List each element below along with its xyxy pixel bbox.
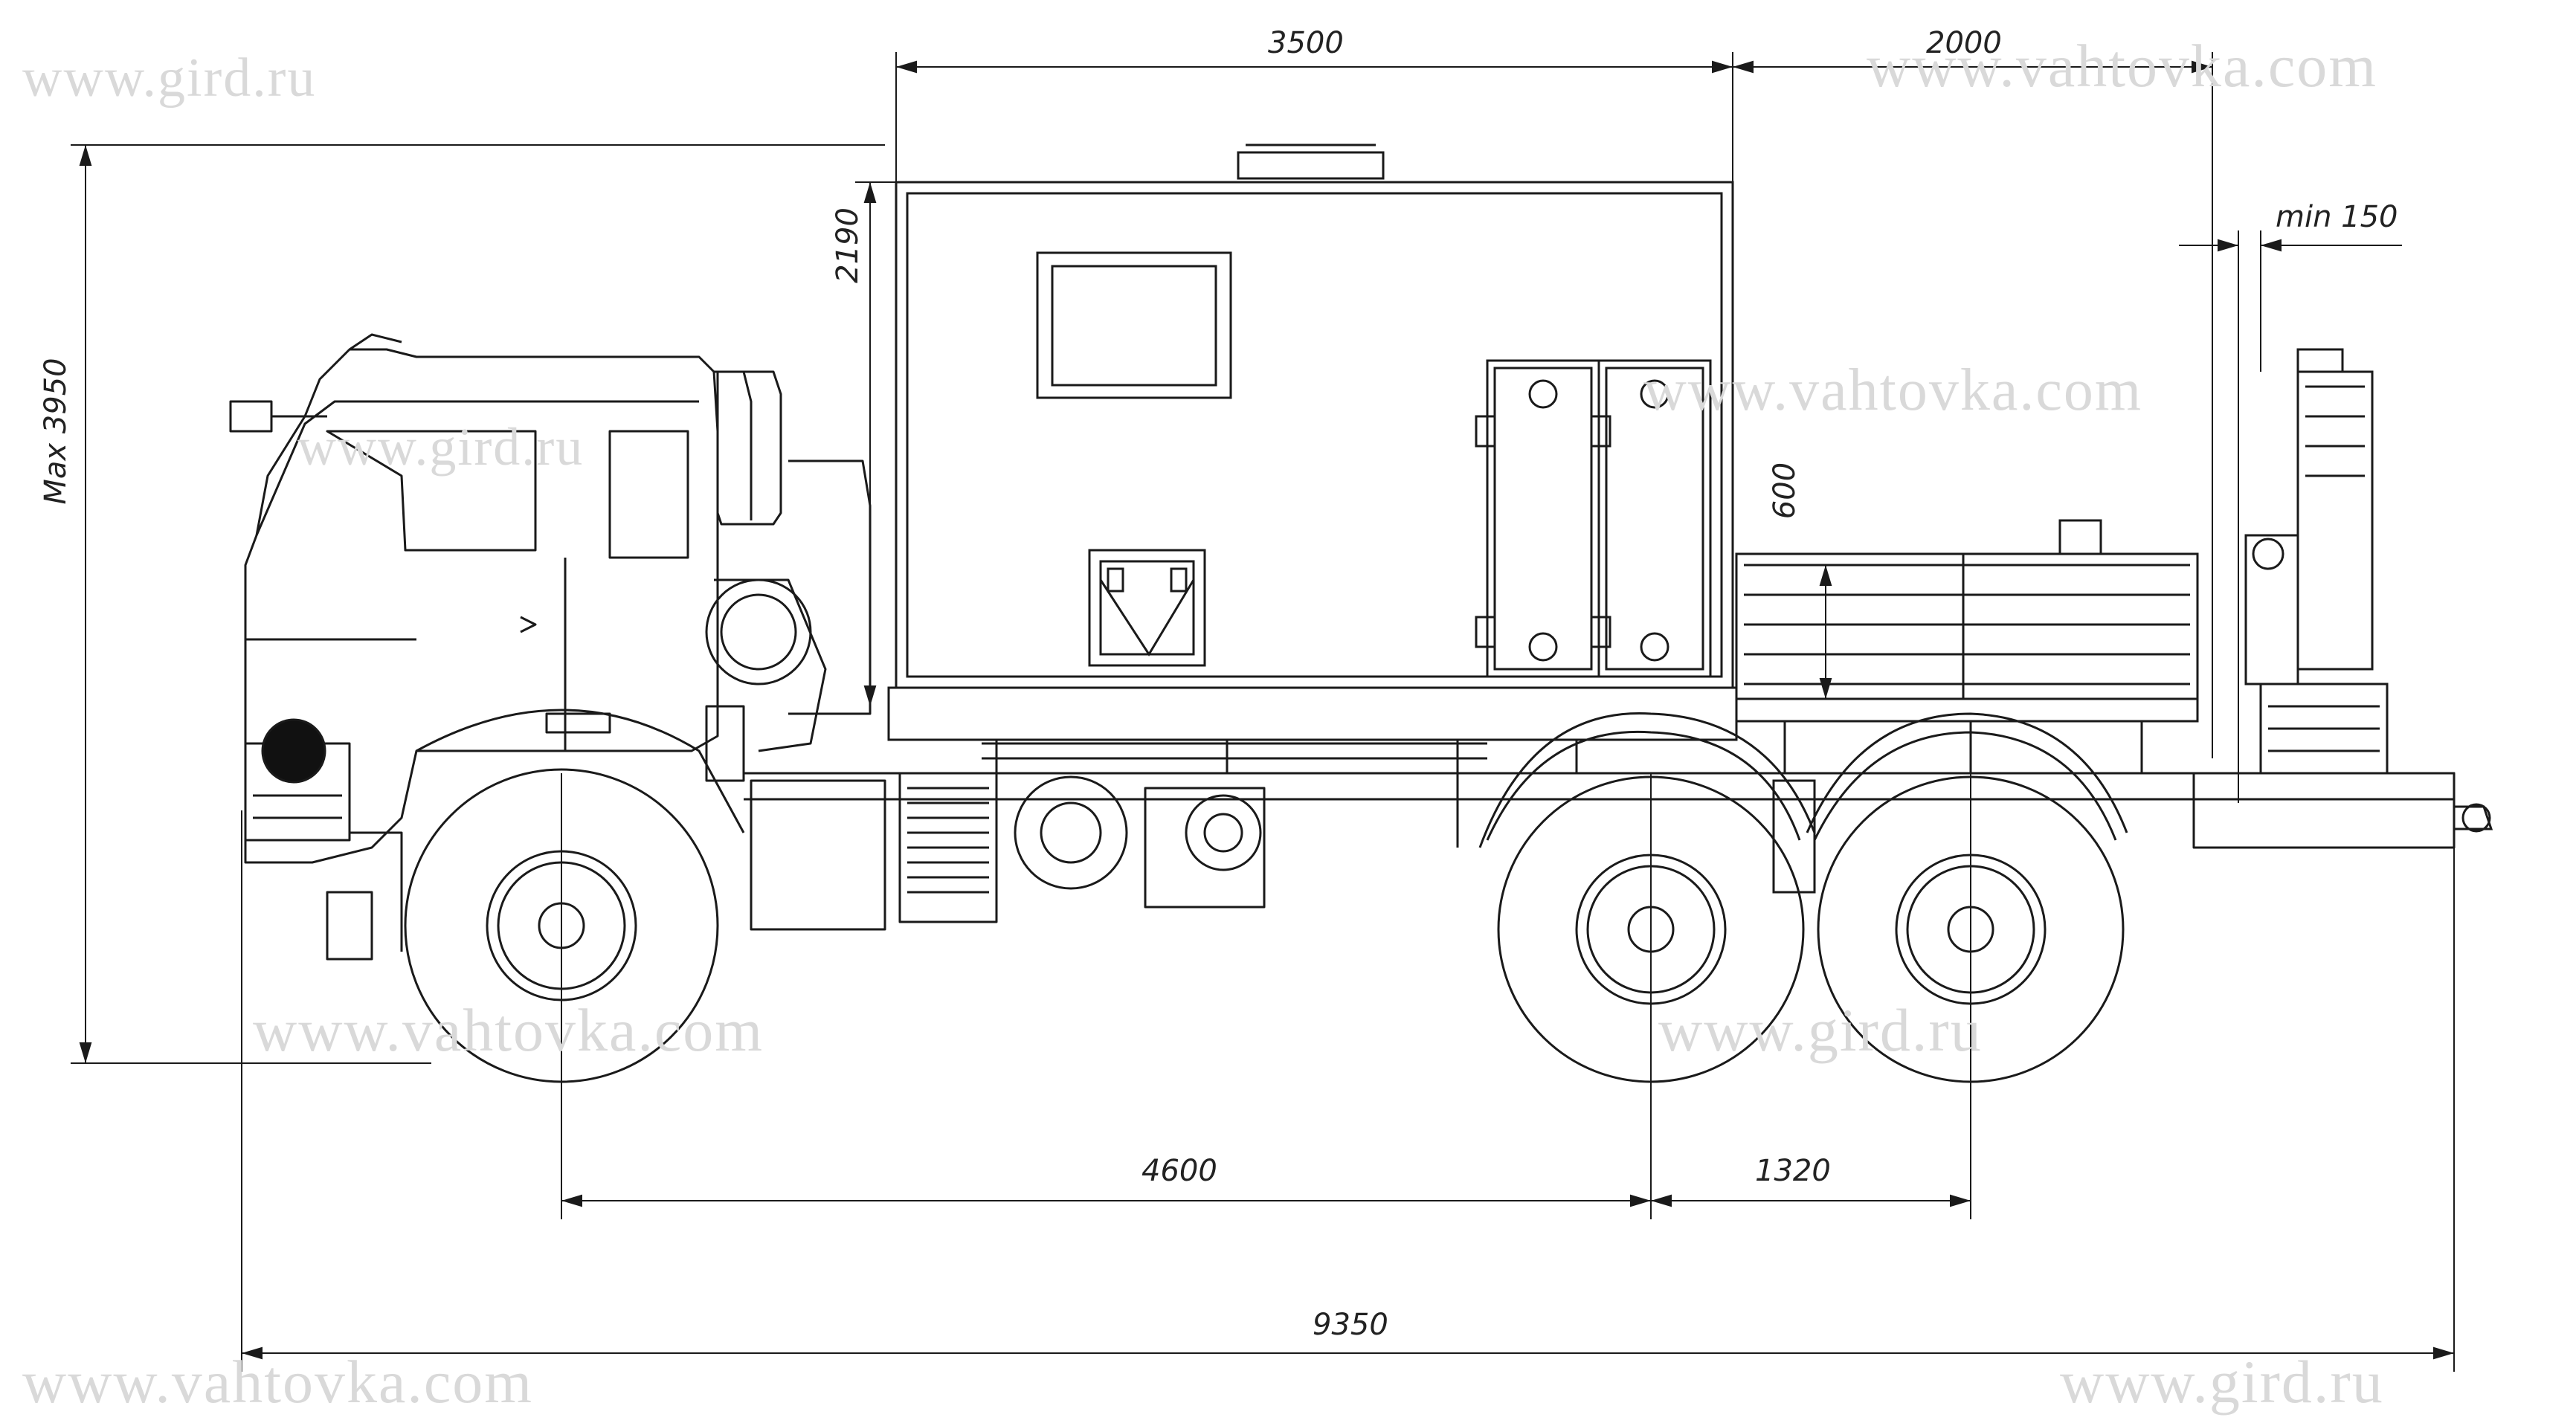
- truck-outline: [229, 333, 2456, 1083]
- watermark: www.vahtovka.com: [1643, 358, 2143, 423]
- watermark: www.vahtovka.com: [1867, 32, 2378, 100]
- watermark: www.vahtovka.com: [22, 1348, 534, 1416]
- dim-wheelbase-rear: 1320: [1755, 1154, 1831, 1188]
- body-doors: [1475, 359, 1712, 678]
- dim-crane-platform-length: 2000: [1926, 26, 2002, 60]
- dim-wheelbase-front: 4600: [1142, 1154, 1217, 1188]
- rear-platform: [1735, 519, 2199, 894]
- watermark: www.gird.ru: [2060, 1348, 2384, 1416]
- side-mirror: [716, 370, 782, 526]
- front-lamp: [261, 718, 326, 784]
- cargo-body: [887, 143, 1738, 848]
- watermark: www.vahtovka.com: [253, 996, 764, 1064]
- body-window: [1036, 251, 1232, 399]
- dim-crane-clearance: min 150: [2276, 200, 2398, 234]
- dim-overall-length: 9350: [1313, 1308, 1388, 1342]
- rear-wheel-2: [1817, 775, 2125, 1083]
- cab: [229, 333, 753, 961]
- watermark: www.gird.ru: [22, 48, 317, 109]
- dim-total-height: Max 3950: [39, 358, 73, 505]
- body-hatch: [1088, 549, 1206, 667]
- watermark: www.gird.ru: [297, 417, 585, 477]
- dim-side-board-height: 600: [1768, 462, 1802, 520]
- dimension-lines: [71, 52, 2455, 1372]
- drivetrain: [705, 578, 1487, 931]
- dim-body-length: 3500: [1268, 26, 1344, 60]
- front-wheel: [404, 768, 719, 1083]
- watermark: www.gird.ru: [1658, 996, 1983, 1064]
- dim-body-height: 2190: [831, 207, 865, 283]
- crane: [2244, 348, 2493, 833]
- rear-wheel-1: [1497, 775, 1805, 1083]
